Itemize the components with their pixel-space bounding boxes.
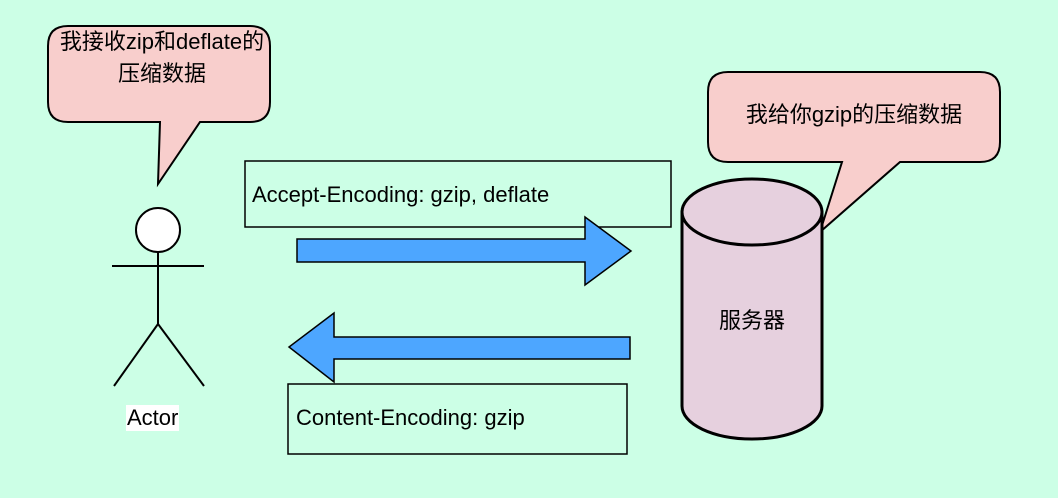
actor-speech-bubble xyxy=(47,25,271,188)
request-arrow xyxy=(296,215,633,287)
actor-head xyxy=(135,207,181,253)
server-cylinder xyxy=(680,177,824,441)
actor-figure xyxy=(112,207,205,387)
server-speech-bubble xyxy=(707,71,1001,236)
request-label-box xyxy=(244,160,672,228)
actor-bubble-text: 我接收zip和deflate的压缩数据 xyxy=(59,29,265,86)
actor-left-leg xyxy=(113,323,159,387)
server-bubble-text: 我给你gzip的压缩数据 xyxy=(745,102,963,127)
response-label: Content-Encoding: gzip xyxy=(296,405,525,430)
server-label: 服务器 xyxy=(718,308,785,333)
actor-label: Actor xyxy=(126,405,180,431)
response-label-box xyxy=(287,383,628,455)
actor-right-leg xyxy=(157,323,205,387)
response-arrow xyxy=(287,311,631,384)
request-label: Accept-Encoding: gzip, deflate xyxy=(252,182,550,207)
